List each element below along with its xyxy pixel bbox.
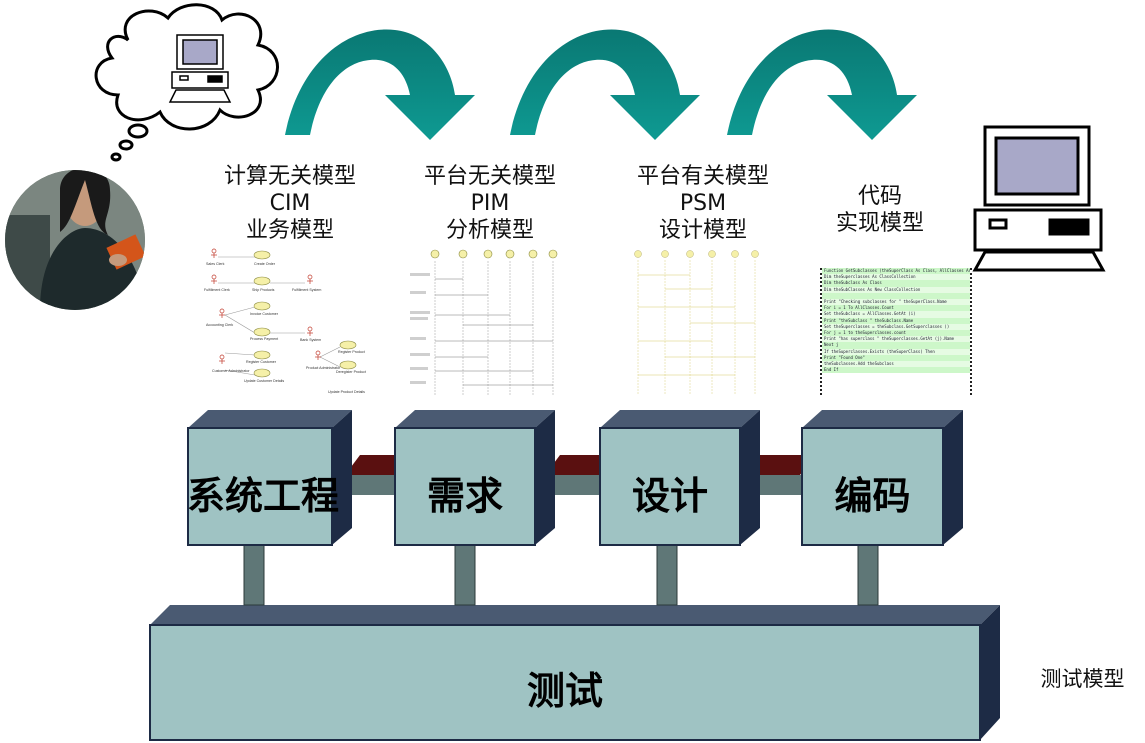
design-diagram-thumbnail (634, 250, 759, 395)
code-line (822, 292, 970, 300)
uc-label-ship-products: Ship Products (252, 288, 275, 292)
code-stage-label: 代码 实现模型 (820, 183, 940, 237)
uc-label-fulfillment-clerk: Fulfillment Clerk (204, 288, 230, 292)
code-line: Set theSubclass = AllClasses.GetAt (i) (822, 311, 970, 318)
uc-label-deregister-product: Deregister Product (336, 370, 366, 374)
code-line: Print "Found One" (822, 354, 970, 362)
code-subtitle: 实现模型 (835, 211, 924, 236)
code-line: Print "theSubclass " theSubclass.Name (822, 317, 970, 324)
pim-title: 平台无关模型 (423, 164, 556, 189)
connectors (340, 455, 815, 495)
uc-label-create-order: Create Order (254, 262, 276, 266)
code-title: 代码 (857, 184, 902, 209)
usecase-diagram-thumbnail: Sales Clerk Create Order Fulfillment Cle… (204, 248, 366, 394)
computer-icon (972, 125, 1106, 272)
code-line: Print "Checking subclasses for " theSupe… (822, 299, 970, 306)
uc-label-customer-administrator: Customer Administrator (212, 369, 250, 373)
test-model-label: 测试模型 (1040, 667, 1125, 691)
uc-label-product-administrator: Product Administrator (306, 366, 341, 370)
thought-computer-icon (168, 34, 232, 103)
cim-abbr: CIM (269, 191, 311, 216)
uc-label-bank-system: Bank System (300, 338, 321, 342)
code-line: Dim theSubclass As Class (822, 280, 970, 287)
code-line: If theSuperclasses.Exists (theSuperClass… (822, 348, 970, 355)
code-line: theSubclasses.Add theSubclass (822, 361, 970, 368)
psm-title: 平台有关模型 (636, 164, 769, 189)
uc-label-process-payment: Process Payment (250, 337, 278, 341)
uc-label-register-customer: Register Customer (246, 360, 277, 364)
psm-stage-label: 平台有关模型 PSM 设计模型 (628, 163, 778, 244)
code-line: Next j (822, 342, 970, 349)
code-listing: Function GetSubclasses (theSuperClass As… (820, 268, 972, 395)
uc-label-update-customer-details: Update Customer Details (244, 379, 284, 383)
uc-label-fulfillment-system: Fulfillment System (292, 288, 321, 292)
uc-label-invoice-customer: Invoice Customer (250, 312, 279, 316)
curved-arrow-2 (510, 29, 700, 140)
code-line: End If (822, 367, 970, 374)
uc-label-update-product-details: Update Product Details (328, 390, 365, 394)
code-line: Dim theSubClasses As New ClassCollection (822, 286, 970, 293)
cube-shapes (187, 410, 963, 546)
code-line: Function GetSubclasses (theSuperClass As… (822, 268, 971, 275)
sequence-diagram-thumbnail (410, 249, 558, 395)
uc-label-sales-clerk: Sales Clerk (206, 262, 225, 266)
cim-title: 计算无关模型 (223, 164, 356, 189)
system-engineering-block: 系统工程 (186, 474, 339, 518)
pillars (243, 544, 879, 606)
uc-label-accounting-clerk: Accounting Clerk (206, 323, 233, 327)
code-line: For i = 1 To AllClasses.Count (822, 305, 970, 312)
design-block: 设计 (631, 474, 708, 518)
coding-block: 编码 (834, 474, 911, 518)
person-avatar (5, 170, 145, 310)
code-line: Print "has superclass " theSuperclasses.… (822, 336, 970, 343)
uc-label-register-product: Register Product (338, 350, 365, 354)
curved-arrow-1 (285, 29, 475, 140)
requirements-block: 需求 (426, 474, 503, 518)
pim-subtitle: 分析模型 (445, 218, 534, 243)
pim-stage-label: 平台无关模型 PIM 分析模型 (415, 163, 565, 244)
cim-subtitle: 业务模型 (245, 218, 334, 243)
cim-stage-label: 计算无关模型 CIM 业务模型 (215, 163, 365, 244)
testing-slab-shape (149, 605, 1000, 741)
code-line: Set theSuperclasses = theSubclass.GetSup… (822, 323, 970, 331)
code-line: Dim theSuperclasses As ClassCollection (822, 274, 970, 281)
psm-subtitle: 设计模型 (658, 218, 747, 243)
code-line: For j = 1 to theSuperclasses.count (822, 330, 970, 337)
testing-block: 测试 (526, 669, 603, 713)
pim-abbr: PIM (470, 191, 510, 216)
psm-abbr: PSM (679, 191, 727, 216)
curved-arrow-3 (727, 29, 917, 140)
